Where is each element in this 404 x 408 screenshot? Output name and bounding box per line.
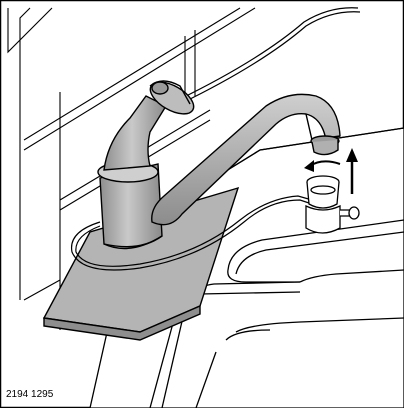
faucet-body xyxy=(97,161,163,250)
arrow-up-icon xyxy=(346,148,358,194)
faucet-handle xyxy=(103,80,195,171)
curved-arrow-left-icon xyxy=(304,160,341,172)
faucet-spout xyxy=(151,93,341,226)
deck-plate xyxy=(42,186,240,341)
aerator-adapter xyxy=(305,175,360,234)
spray-hose xyxy=(70,7,361,271)
figure-id-label: 2194 1295 xyxy=(4,389,56,401)
